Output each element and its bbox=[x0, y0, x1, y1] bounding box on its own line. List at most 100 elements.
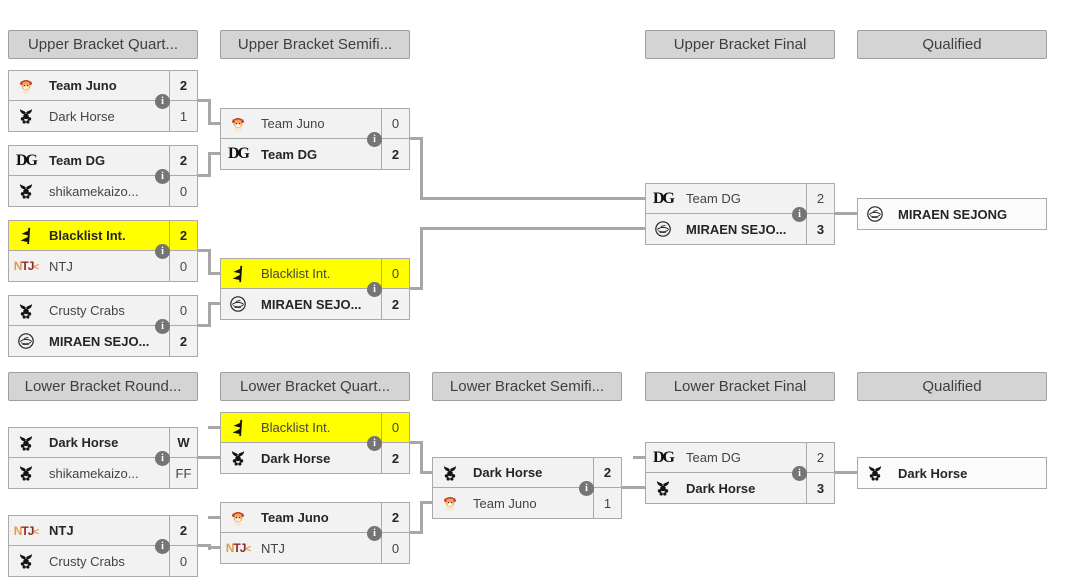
blacklist-logo-icon bbox=[221, 419, 255, 437]
team-name-link[interactable]: NTJ bbox=[261, 540, 285, 556]
team-score: 0 bbox=[169, 176, 197, 206]
bracket-connector-line bbox=[410, 441, 422, 444]
ntj-logo-icon: NTJ< bbox=[225, 541, 252, 555]
team-name-link[interactable]: Dark Horse bbox=[473, 465, 543, 480]
team-name-link[interactable]: MIRAEN SEJO... bbox=[261, 296, 362, 312]
team-name-link[interactable]: Team DG bbox=[49, 153, 106, 168]
team-row: NTJ< NTJ 2 bbox=[9, 516, 197, 546]
team-name-link[interactable]: Blacklist Int. bbox=[49, 228, 126, 243]
team-score: 2 bbox=[169, 326, 197, 356]
team-name-link[interactable]: Crusty Crabs bbox=[49, 303, 125, 318]
team-name-link[interactable]: Blacklist Int. bbox=[261, 420, 331, 435]
round-header-lower-bracket-final: Lower Bracket Final bbox=[645, 372, 835, 401]
round-header-qualified: Qualified bbox=[857, 372, 1047, 401]
match-info-icon[interactable]: i bbox=[367, 526, 382, 541]
match-info-icon[interactable]: i bbox=[155, 244, 170, 259]
team-name-link[interactable]: Team Juno bbox=[261, 116, 325, 131]
team-name-link[interactable]: Dark Horse bbox=[49, 108, 115, 124]
generic-team-logo-icon bbox=[858, 464, 892, 482]
team-name-link[interactable]: Team DG bbox=[261, 146, 318, 162]
bracket-connector-line bbox=[633, 456, 645, 459]
bracket-connector-line bbox=[208, 99, 211, 125]
team-name-link[interactable]: Dark Horse bbox=[49, 435, 119, 450]
generic-team-logo-icon bbox=[9, 552, 43, 570]
bracket-connector-line bbox=[420, 501, 432, 504]
match-info-icon[interactable]: i bbox=[155, 169, 170, 184]
team-name-link[interactable]: Team DG bbox=[686, 450, 741, 465]
bracket-connector-line bbox=[208, 302, 220, 305]
match-info-icon[interactable]: i bbox=[367, 436, 382, 451]
team-score: 2 bbox=[806, 443, 834, 472]
bracket-connector-line bbox=[208, 152, 220, 155]
blacklist-logo-icon bbox=[9, 227, 43, 245]
generic-team-logo-icon bbox=[9, 434, 43, 452]
round-header-upper-bracket-semifi: Upper Bracket Semifi... bbox=[220, 30, 410, 59]
team-name-link[interactable]: Dark Horse bbox=[898, 465, 968, 481]
bracket-connector-line bbox=[410, 531, 422, 534]
generic-team-logo-icon bbox=[9, 302, 43, 320]
team-dg-logo-icon: DG bbox=[653, 448, 675, 466]
bracket-connector-line bbox=[197, 249, 209, 252]
team-score: 2 bbox=[169, 71, 197, 100]
match-info-icon[interactable]: i bbox=[155, 94, 170, 109]
generic-team-logo-icon bbox=[433, 464, 467, 482]
team-name-link[interactable]: Dark Horse bbox=[261, 450, 331, 466]
team-name-link[interactable]: Blacklist Int. bbox=[261, 266, 331, 281]
team-name-link[interactable]: shikamekaizo... bbox=[49, 183, 139, 199]
team-juno-logo-icon bbox=[9, 77, 43, 95]
team-name-link[interactable]: NTJ bbox=[49, 523, 74, 538]
team-name-link[interactable]: Team DG bbox=[686, 191, 741, 206]
team-score: 2 bbox=[169, 146, 197, 175]
ntj-logo-icon: NTJ< bbox=[13, 523, 40, 538]
team-score: 2 bbox=[381, 139, 409, 169]
bracket-connector-line bbox=[420, 227, 645, 230]
miraen-sejong-logo-icon bbox=[9, 332, 43, 350]
match-info-icon[interactable]: i bbox=[367, 282, 382, 297]
team-name-link[interactable]: MIRAEN SEJO... bbox=[686, 221, 787, 237]
bracket-connector-line bbox=[420, 471, 432, 474]
team-dg-logo-icon: DG bbox=[16, 151, 38, 169]
match-info-icon[interactable]: i bbox=[155, 451, 170, 466]
bracket-connector-line bbox=[208, 516, 220, 519]
bracket-connector-line bbox=[410, 137, 422, 140]
team-score: 2 bbox=[381, 503, 409, 532]
team-score: W bbox=[169, 428, 197, 457]
qualified-team-box: Dark Horse bbox=[857, 457, 1047, 489]
round-header-lower-bracket-semifi: Lower Bracket Semifi... bbox=[432, 372, 622, 401]
team-name-link[interactable]: Team Juno bbox=[49, 78, 117, 93]
team-name-link[interactable]: MIRAEN SEJO... bbox=[49, 333, 150, 349]
match-info-icon[interactable]: i bbox=[155, 319, 170, 334]
team-name-link[interactable]: Team Juno bbox=[473, 495, 537, 511]
team-score: 0 bbox=[381, 413, 409, 442]
team-juno-logo-icon bbox=[221, 115, 255, 133]
team-name-link[interactable]: Team Juno bbox=[261, 510, 329, 525]
round-header-upper-bracket-quart: Upper Bracket Quart... bbox=[8, 30, 198, 59]
team-name-link[interactable]: shikamekaizo... bbox=[49, 465, 139, 481]
miraen-sejong-logo-icon bbox=[858, 205, 892, 223]
team-name-link[interactable]: NTJ bbox=[49, 258, 73, 274]
match-info-icon[interactable]: i bbox=[579, 481, 594, 496]
bracket-connector-line bbox=[208, 546, 220, 549]
match-info-icon[interactable]: i bbox=[367, 132, 382, 147]
team-name-link[interactable]: Crusty Crabs bbox=[49, 553, 125, 569]
bracket-connector-line bbox=[197, 99, 209, 102]
team-name-link[interactable]: MIRAEN SEJONG bbox=[898, 206, 1008, 222]
team-score: 2 bbox=[169, 516, 197, 545]
generic-team-logo-icon bbox=[9, 464, 43, 482]
team-name-link[interactable]: Dark Horse bbox=[686, 480, 756, 496]
team-score: 2 bbox=[806, 184, 834, 213]
match-info-icon[interactable]: i bbox=[792, 207, 807, 222]
team-score: 0 bbox=[169, 296, 197, 325]
team-row: Team Juno 2 bbox=[9, 71, 197, 101]
match-info-icon[interactable]: i bbox=[155, 539, 170, 554]
team-score: 3 bbox=[806, 214, 834, 244]
qualified-team-box: MIRAEN SEJONG bbox=[857, 198, 1047, 230]
match-info-icon[interactable]: i bbox=[792, 466, 807, 481]
miraen-sejong-logo-icon bbox=[646, 220, 680, 238]
